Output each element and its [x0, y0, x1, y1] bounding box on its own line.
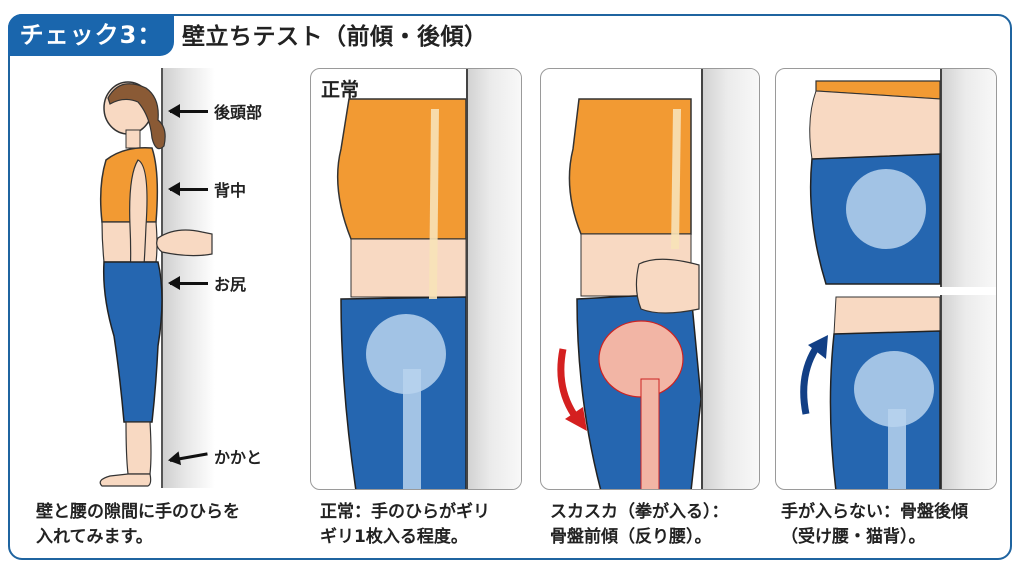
label-heel: かかと — [214, 448, 263, 467]
figure-caption: 壁と腰の隙間に手のひらを 入れてみます。 — [36, 502, 240, 547]
arrow-buttocks-icon — [168, 277, 208, 289]
caption-posterior-tilt: 手が入らない：骨盤後傾 （受け腰・猫背）。 — [781, 502, 968, 547]
label-back: 背中 — [214, 181, 247, 200]
panel-label-normal: 正常 — [321, 79, 360, 101]
normal-posture-illustration — [336, 98, 466, 489]
caption-anterior-tilt: スカスカ（拳が入る）： 骨盤前傾（反り腰）。 — [550, 502, 729, 547]
label-back-of-head: 後頭部 — [214, 103, 263, 122]
check-badge: チェック3： — [8, 14, 174, 56]
label-buttocks: お尻 — [214, 275, 247, 294]
arrow-back-icon — [168, 183, 208, 195]
anterior-tilt-illustration — [557, 98, 701, 489]
posterior-tilt-illustration — [776, 80, 996, 489]
standing-woman-illustration — [99, 81, 213, 487]
panel-normal: 正常 — [310, 68, 522, 490]
wall — [466, 69, 521, 489]
caption-normal: 正常：手のひらがギリ ギリ1枚入る程度。 — [320, 502, 490, 547]
panel-posterior-tilt — [775, 68, 997, 490]
arrow-head-icon — [168, 105, 208, 117]
wall — [701, 69, 759, 489]
panel-anterior-tilt — [540, 68, 760, 490]
page-title: 壁立ちテスト（前傾・後傾） — [182, 24, 488, 50]
wall — [940, 69, 996, 489]
